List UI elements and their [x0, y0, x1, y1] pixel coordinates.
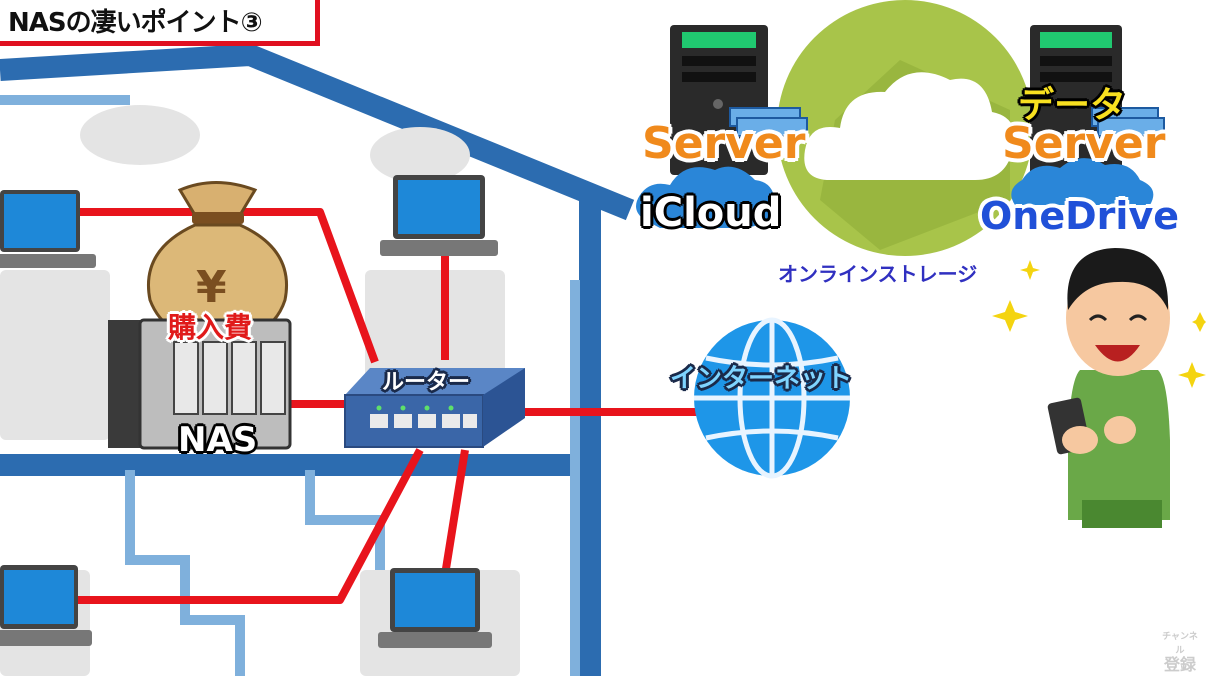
server-icon — [1030, 25, 1122, 175]
server-left-label: Server — [642, 118, 806, 169]
cloud-storage-icon — [777, 0, 1033, 256]
subscribe-line1: チャンネル — [1162, 632, 1198, 656]
online-storage-label: オンラインストレージ — [778, 262, 978, 286]
router-icon — [344, 368, 525, 448]
data-label: データ — [1018, 85, 1127, 126]
internet-label: インターネット — [670, 364, 853, 394]
yen-symbol: ¥ — [196, 262, 227, 313]
nas-label: NAS — [178, 420, 258, 460]
onedrive-label: OneDrive — [980, 194, 1179, 238]
globe-icon — [694, 317, 850, 479]
house-inner-lines — [0, 95, 580, 676]
files-icon — [729, 107, 808, 137]
cloud-icon — [1011, 158, 1154, 205]
page-title: NASの凄いポイント③ — [8, 8, 263, 38]
laptop-icon — [0, 565, 92, 646]
icloud-label: iCloud — [640, 190, 782, 236]
router-label: ルーター — [382, 370, 471, 395]
cloud-icon — [636, 166, 775, 228]
laptop-icon — [378, 568, 492, 648]
purchase-cost-label: 購入費 — [168, 311, 253, 344]
nas-device-icon — [108, 318, 292, 450]
money-bag-icon — [147, 181, 288, 342]
server-icon — [670, 25, 768, 175]
subscribe-badge[interactable]: チャンネル 登録 — [1160, 630, 1200, 674]
laptop-icon — [380, 175, 498, 256]
laptop-icon — [0, 190, 96, 268]
person-icon — [1047, 248, 1170, 528]
subscribe-line2: 登録 — [1163, 655, 1196, 674]
server-right-label: Server — [1002, 118, 1166, 169]
house-outline — [0, 44, 635, 676]
sparkle-icons — [992, 260, 1206, 388]
title-banner: NASの凄いポイント③ — [0, 0, 320, 46]
files-icon — [1091, 107, 1165, 137]
